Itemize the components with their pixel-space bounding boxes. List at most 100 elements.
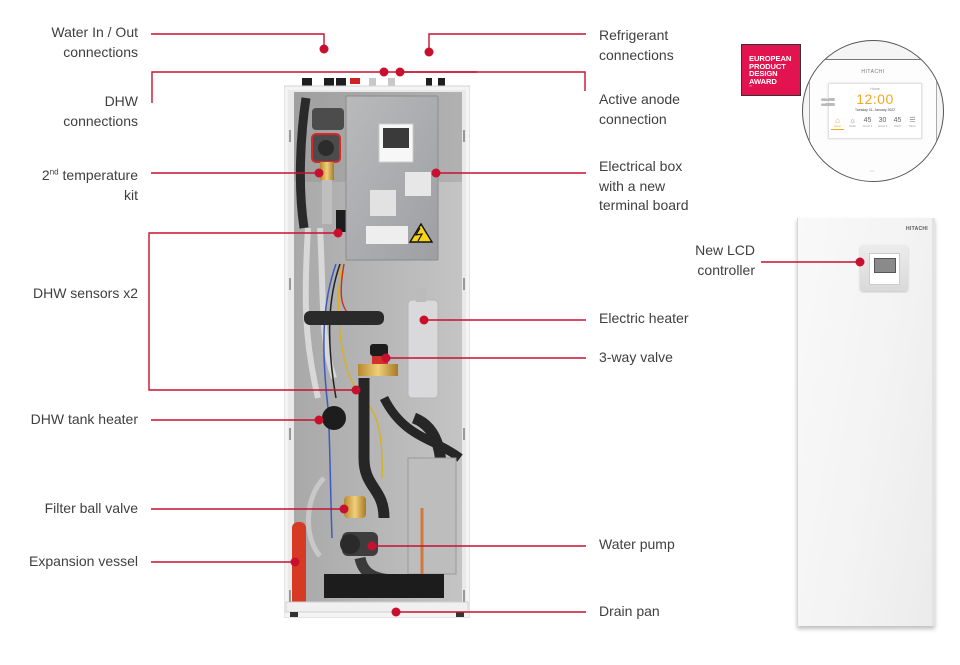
leader-line-refrigerant (428, 33, 586, 50)
home-icon: ⌂ (835, 116, 840, 125)
status-chip: Q-13000 (821, 98, 835, 101)
three-way-valve-actuator (370, 344, 388, 356)
award-text: PRODUCT (749, 61, 786, 71)
indoor-unit-front-view: HITACHI (797, 218, 935, 626)
tile-label: Menu (909, 125, 916, 128)
label-prefix: 2 (41, 167, 50, 183)
tile-home[interactable]: ⌂ Home (831, 116, 844, 130)
tile-label: Mode (849, 125, 856, 128)
tile-label: Home (834, 125, 841, 128)
label-new-lcd-controller: New LCD controller (695, 241, 755, 280)
label-text: 2nd temperature (42, 166, 138, 186)
clock-time: 12:00 (856, 91, 894, 107)
dhw-sensor-box (336, 210, 346, 232)
label-text: Drain pan (599, 603, 660, 619)
label-text: DHW tank heater (30, 411, 138, 427)
circulator-pump (312, 108, 344, 130)
label-text: connections (63, 112, 138, 129)
tile-circuit-1[interactable]: 45 Circuit 1 (861, 116, 874, 130)
label-text: DHW sensors x2 (32, 285, 138, 301)
label-text: Water pump (599, 536, 675, 552)
label-text: connections (63, 43, 138, 60)
sun-icon: ☼ (848, 116, 857, 125)
award-word: AWARD (749, 76, 777, 86)
label-refrigerant: Refrigerant connections (599, 26, 674, 65)
label-text: connection (599, 110, 667, 127)
tile-mode[interactable]: ☼ Mode (846, 116, 859, 130)
heat-exchanger-housing (407, 457, 457, 575)
clock-date: Tuesday 01, January 2022 (854, 108, 896, 112)
electric-heater (407, 299, 439, 399)
label-text: DHW (104, 93, 138, 109)
chevron-up-icon: ︿ (869, 168, 876, 174)
label-text: Water In / Out (51, 24, 138, 40)
tile-dhw[interactable]: 45 DHW (891, 116, 904, 130)
controller-zoom-detail: HITACHI Home Q-13000 BEAT 12:00 Tuesday … (802, 40, 944, 182)
tile-label: DHW (894, 125, 901, 128)
lcd-screen (874, 258, 896, 273)
label-water-pump: Water pump (599, 535, 675, 555)
insulated-pipe (295, 97, 311, 229)
label-text: New LCD (695, 242, 755, 258)
callout-dot (395, 67, 405, 77)
label-dhw-tank-heater: DHW tank heater (31, 410, 138, 430)
status-chip: BEAT (821, 103, 835, 106)
tile-value: 45 (893, 117, 902, 124)
award-text: EUROPEAN (749, 54, 792, 63)
braided-hose (306, 476, 326, 558)
label-filter-ball-valve: Filter ball valve (45, 499, 138, 519)
horizontal-pipe (304, 311, 384, 325)
tile-value: 45 (863, 117, 872, 124)
label-second-temperature-kit: 2nd temperature kit (42, 166, 138, 205)
tile-value: 30 (878, 117, 887, 124)
cabinet-base (285, 601, 469, 613)
label-active-anode: Active anode connection (599, 90, 680, 129)
label-drain-pan: Drain pan (599, 602, 660, 622)
label-text: connections (599, 46, 674, 63)
tile-label: Circuit 1 (862, 125, 873, 128)
brand-logo: HITACHI (905, 226, 928, 232)
lcd-controller (869, 253, 900, 285)
filter-ball-valve (344, 496, 366, 518)
menu-icon: ☰ (909, 117, 916, 124)
rating-plate (366, 226, 408, 244)
warning-label (405, 172, 431, 196)
tile-circuit-2[interactable]: 30 Circuit 2 (876, 116, 889, 130)
expansion-vessel (292, 522, 306, 608)
tile-label: Circuit 2 (877, 125, 888, 128)
label-text: kit (124, 186, 138, 203)
label-text: Expansion vessel (29, 553, 138, 569)
label-text: Electrical box (599, 158, 683, 174)
label-electric-heater: Electric heater (599, 309, 688, 329)
award-text: DESIGN (749, 69, 778, 79)
tile-menu[interactable]: ☰ Menu (906, 116, 919, 130)
label-dhw-sensors: DHW sensors x2 (33, 284, 138, 304)
label-text: with a new (599, 177, 666, 194)
controller-brand: HITACHI (861, 69, 885, 75)
label-suffix: temperature (58, 167, 139, 183)
label-electrical-box: Electrical box with a new terminal board (599, 157, 689, 216)
label-text: controller (697, 261, 755, 278)
dhw-tank-heater (322, 406, 346, 430)
info-label (370, 190, 396, 216)
label-expansion-vessel: Expansion vessel (29, 552, 138, 572)
heat-pump-cutaway-illustration (284, 78, 470, 618)
drain-pan (324, 574, 444, 598)
tile-bar: ⌂ Home ☼ Mode 45 Circuit 1 30 Circuit 2 … (831, 116, 919, 130)
label-superscript: nd (49, 167, 59, 177)
label-three-way-valve: 3-way valve (599, 348, 673, 368)
screen-title: Home (870, 87, 880, 91)
controller-screen: Home Q-13000 BEAT 12:00 Tuesday 01, Janu… (821, 83, 922, 139)
warning-triangle (408, 222, 434, 243)
callout-dot (424, 47, 434, 57)
label-text: terminal board (599, 197, 689, 213)
controller-bezel (860, 245, 908, 291)
callout-dot (319, 44, 329, 54)
label-text: Electric heater (599, 310, 689, 326)
label-dhw-connections: DHW connections (63, 92, 138, 131)
label-text: Filter ball valve (44, 500, 138, 516)
leader-line-water-in-out (151, 33, 325, 47)
three-way-valve-body (358, 364, 398, 376)
